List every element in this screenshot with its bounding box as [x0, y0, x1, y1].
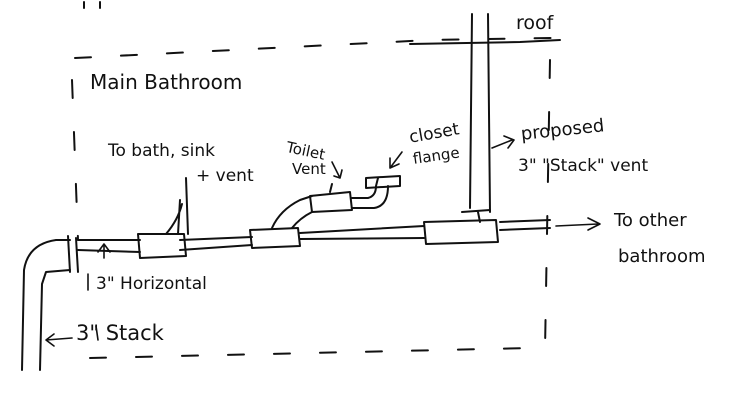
- proposed-vent-label-line2: 3" "Stack" vent: [518, 156, 649, 176]
- tee-fitting-bath: [137, 233, 187, 259]
- arrow-stack: [45, 333, 73, 347]
- stack-label: 3" Stack: [76, 321, 164, 345]
- stack-tick: [95, 325, 99, 341]
- arrow-closet: [389, 151, 403, 169]
- arrow-to-other: [555, 217, 601, 231]
- closet-flange-shape: [365, 175, 401, 189]
- room-outline-right: [544, 59, 551, 351]
- toilet-branch: [271, 195, 313, 229]
- to-other-label-line1: To other: [614, 210, 687, 231]
- bath-vent-branch: [165, 177, 189, 235]
- room-outline-top: [74, 37, 553, 59]
- roof-line: [409, 39, 561, 45]
- bath-sink-label-line1: To bath, sink: [108, 141, 215, 161]
- arrow-proposed: [491, 135, 515, 149]
- stack-elbow-hub: [67, 235, 79, 273]
- arrow-toilet-vent: [331, 161, 343, 179]
- proposed-vent-pipe: [469, 13, 491, 213]
- roof-label: roof: [516, 12, 554, 34]
- top-edge-mark: [83, 1, 101, 9]
- horizontal-drain-top: [77, 219, 551, 241]
- vent-tee-hub: [461, 209, 491, 223]
- toilet-vent-label-line2: Vent: [292, 160, 326, 178]
- room-outline-left: [71, 79, 79, 241]
- room-title: Main Bathroom: [90, 70, 243, 94]
- toilet-vent-fitting: [309, 183, 353, 213]
- wye-fitting-toilet: [249, 227, 301, 249]
- tee-fitting-stack: [423, 219, 499, 245]
- arrow-horizontal: [97, 243, 111, 259]
- main-stack: [21, 239, 71, 371]
- horizontal-label: 3" Horizontal: [96, 274, 207, 294]
- room-outline-bottom: [89, 347, 531, 359]
- closet-bend: [351, 177, 389, 209]
- bath-sink-label-line2: + vent: [196, 166, 254, 186]
- to-other-label-line2: bathroom: [618, 246, 706, 267]
